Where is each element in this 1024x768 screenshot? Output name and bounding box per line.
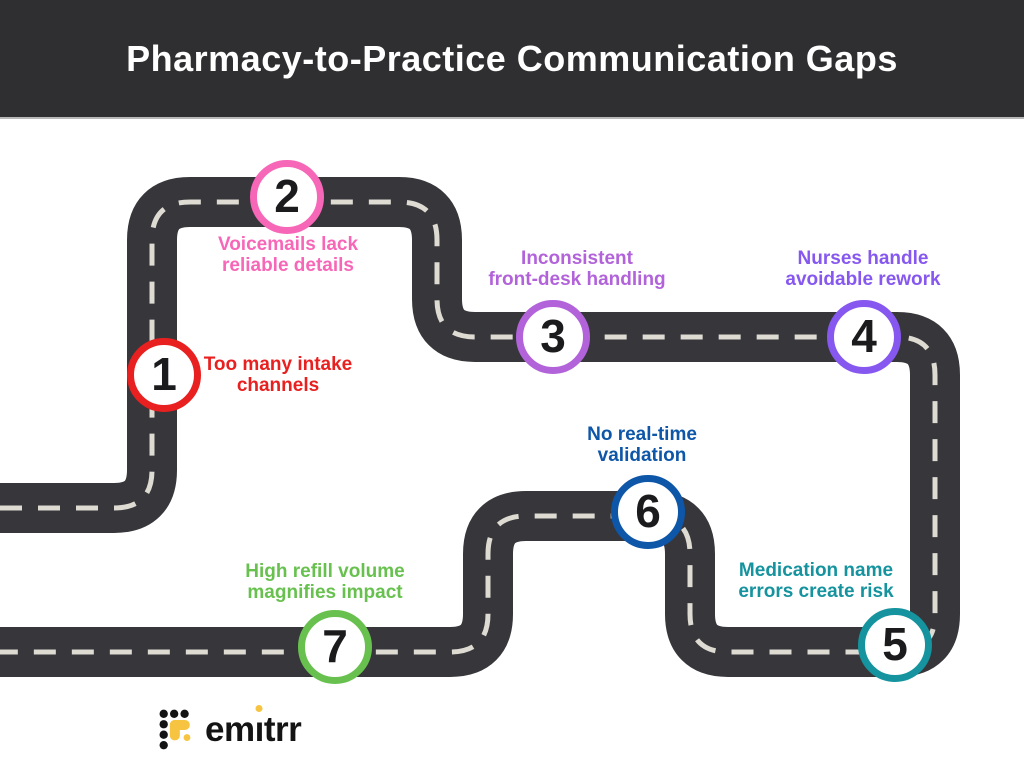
logo-text-i: ı bbox=[254, 709, 265, 749]
milestone-6-marker: 6 bbox=[611, 475, 685, 549]
milestone-7-marker: 7 bbox=[298, 610, 372, 684]
milestone-1-label: Too many intake channels bbox=[203, 354, 353, 396]
milestone-2-number: 2 bbox=[274, 170, 300, 222]
milestone-4-label: Nurses handle avoidable rework bbox=[785, 248, 941, 290]
milestone-7-label: High refill volume magnifies impact bbox=[245, 561, 405, 603]
milestone-2-label: Voicemails lack reliable details bbox=[217, 234, 359, 276]
page-title: Pharmacy-to-Practice Communication Gaps bbox=[126, 37, 898, 79]
milestone-7-number: 7 bbox=[322, 620, 348, 672]
milestone-1-number: 1 bbox=[151, 348, 177, 400]
milestone-3-label: Inconsistent front-desk handling bbox=[488, 248, 666, 290]
milestone-5-label: Medication name errors create risk bbox=[738, 560, 894, 602]
milestone-3-number: 3 bbox=[540, 310, 566, 362]
logo-text-start: em bbox=[205, 709, 255, 749]
emitrr-logo-icon bbox=[159, 709, 191, 750]
milestone-1-marker: 1 bbox=[127, 338, 201, 412]
milestone-5-number: 5 bbox=[882, 618, 908, 670]
header-bar: Pharmacy-to-Practice Communication Gaps bbox=[0, 0, 1024, 119]
milestone-4-marker: 4 bbox=[827, 300, 901, 374]
milestone-5-marker: 5 bbox=[858, 608, 932, 682]
milestone-6-label: No real-time validation bbox=[587, 424, 697, 466]
logo-text-end: trr bbox=[263, 709, 302, 749]
milestone-6-number: 6 bbox=[635, 485, 661, 537]
road-centerline bbox=[0, 199, 938, 655]
milestone-2-marker: 2 bbox=[250, 160, 324, 234]
milestone-4-number: 4 bbox=[851, 310, 877, 362]
milestone-3-marker: 3 bbox=[516, 300, 590, 374]
